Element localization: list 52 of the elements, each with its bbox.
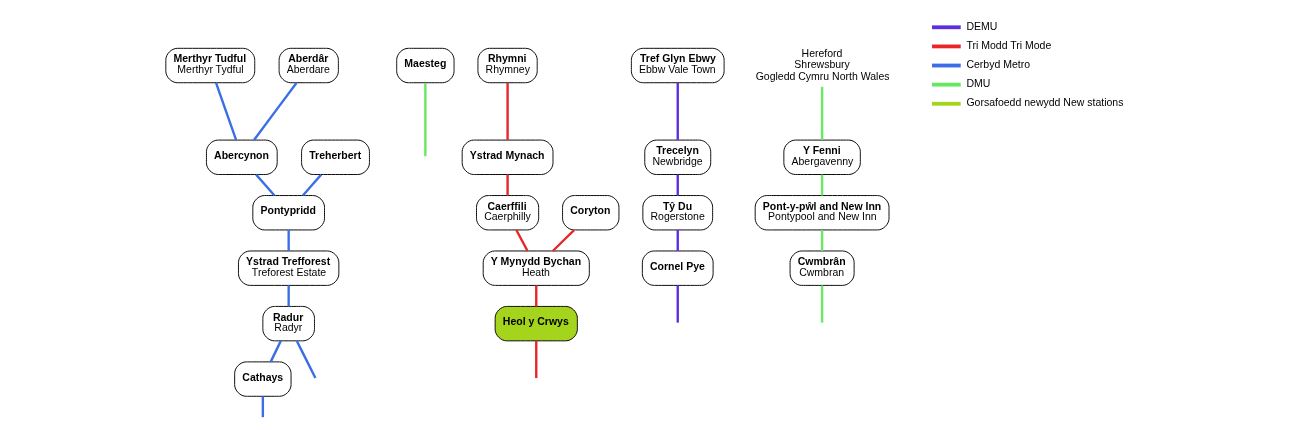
connector	[254, 173, 275, 197]
legend-label: Tri Modd Tri Mode	[965, 39, 1051, 52]
node-box: Treherbert	[300, 139, 370, 175]
connector	[286, 285, 290, 307]
connector	[676, 82, 679, 140]
node-box: Cathays	[233, 361, 292, 397]
connector	[261, 396, 264, 418]
connector	[676, 285, 679, 323]
legend-label: Cerbyd Metro	[965, 58, 1030, 71]
node-box: Y Fenni Abergavenny	[782, 139, 861, 175]
node-box: Tref Glyn Ebwy Ebbw Vale Town	[630, 47, 725, 84]
node-box: Merthyr Tudful Merthyr Tydful	[164, 47, 255, 84]
node-box: Maesteg	[395, 47, 455, 84]
connector	[286, 230, 290, 251]
connector	[534, 340, 537, 379]
node-box: Trecelyn Newbridge	[643, 139, 711, 175]
connector	[214, 82, 237, 141]
connector	[295, 340, 316, 379]
connector	[505, 174, 509, 196]
connector	[252, 82, 297, 141]
node-box: Radur Radyr	[261, 305, 315, 342]
connector	[820, 174, 823, 196]
node-box: Aberdâr Aberdare	[278, 47, 339, 84]
node-box: Abercynon	[205, 139, 278, 175]
node-box: Tŷ Du Rogerstone	[641, 195, 713, 231]
node-box: Cwmbrân Cwmbran	[789, 250, 855, 286]
node-box: Rhymni Rhymney	[476, 47, 538, 84]
connector	[534, 285, 537, 307]
node-box: Ystrad Trefforest Treforest Estate	[237, 250, 339, 286]
connector	[269, 340, 282, 363]
connector	[505, 82, 509, 140]
connector	[551, 229, 575, 252]
node-box: Caerffili Caerphilly	[475, 195, 539, 231]
connector	[301, 173, 322, 197]
node-text: Hereford Shrewsbury Gogledd Cymru North Wales	[755, 46, 889, 82]
node-box: Cornel Pye	[641, 250, 714, 286]
node-box: Pontypridd	[251, 195, 325, 231]
legend-label: DMU	[965, 77, 990, 90]
node-box: Y Mynydd Bychan Heath	[482, 250, 590, 286]
connector	[676, 230, 679, 251]
connector	[514, 229, 529, 252]
connector	[820, 230, 823, 251]
node-box: Ystrad Mynach	[461, 139, 553, 175]
node-box: Coryton	[561, 195, 619, 231]
connector	[423, 82, 427, 157]
connector	[676, 174, 679, 196]
connector	[820, 285, 823, 323]
legend-label: DEMU	[965, 19, 997, 32]
node-box: Heol y Crwys	[494, 305, 578, 342]
connector	[820, 86, 823, 140]
legend-label: Gorsafoedd newydd New stations	[965, 96, 1123, 109]
node-box: Pont-y-pŵl and New Inn Pontypool and New Inn	[754, 195, 889, 231]
